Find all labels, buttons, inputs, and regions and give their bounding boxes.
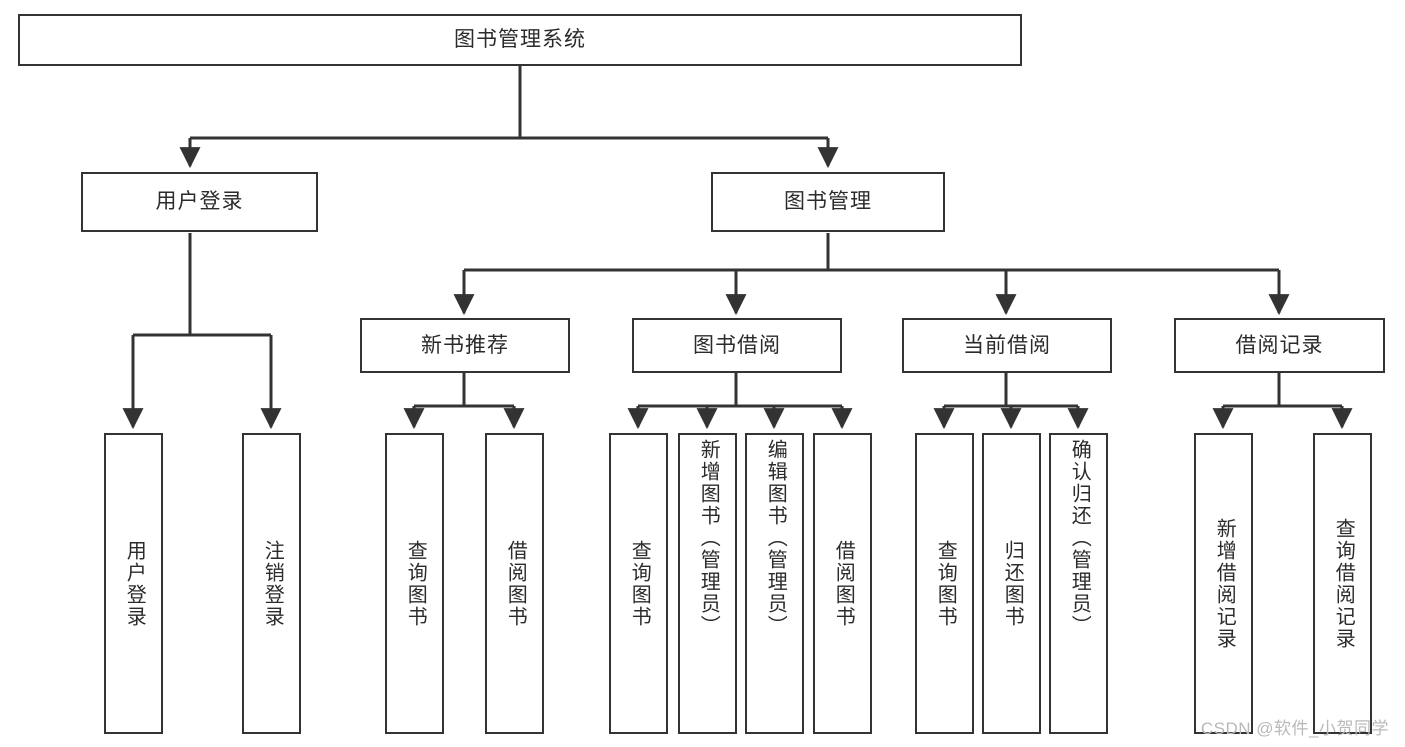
node-label: 注销登录: [261, 539, 284, 628]
node-label: 用户登录: [155, 190, 244, 214]
leaf-confirm-return-admin[interactable]: 确认归还（管理员）: [1049, 433, 1108, 734]
leaf-borrow-query-book[interactable]: 查询图书: [609, 433, 668, 734]
leaf-current-query-book[interactable]: 查询图书: [915, 433, 974, 734]
node-root-book-management-system[interactable]: 图书管理系统: [18, 14, 1022, 66]
leaf-add-book-admin[interactable]: 新增图书（管理员）: [678, 433, 737, 734]
node-label: 用户登录: [123, 539, 146, 628]
leaf-user-login[interactable]: 用户登录: [104, 433, 163, 734]
node-label: 图书借阅: [693, 333, 781, 357]
node-label: 借阅图书: [504, 539, 527, 628]
node-label: 借阅记录: [1235, 333, 1324, 357]
node-user-login[interactable]: 用户登录: [81, 172, 318, 232]
leaf-add-borrow-record[interactable]: 新增借阅记录: [1194, 433, 1253, 734]
node-label: 查询图书: [404, 539, 427, 628]
leaf-borrow-book[interactable]: 借阅图书: [813, 433, 872, 734]
leaf-new-book-borrow[interactable]: 借阅图书: [485, 433, 544, 734]
node-label: 查询借阅记录: [1332, 517, 1355, 650]
node-label: 借阅图书: [832, 539, 855, 628]
node-current-borrow[interactable]: 当前借阅: [902, 318, 1112, 373]
leaf-logout[interactable]: 注销登录: [242, 433, 301, 734]
node-label: 确认归还（管理员）: [1068, 439, 1091, 637]
leaf-query-borrow-record[interactable]: 查询借阅记录: [1313, 433, 1372, 734]
node-label: 新书推荐: [421, 333, 509, 357]
node-label: 查询图书: [934, 539, 957, 628]
leaf-edit-book-admin[interactable]: 编辑图书（管理员）: [745, 433, 804, 734]
node-label: 归还图书: [1001, 539, 1024, 628]
node-label: 当前借阅: [963, 333, 1051, 357]
node-label: 查询图书: [628, 539, 651, 628]
node-label: 编辑图书（管理员）: [764, 439, 787, 637]
node-book-management[interactable]: 图书管理: [711, 172, 945, 232]
node-borrow-record[interactable]: 借阅记录: [1174, 318, 1385, 373]
node-label: 图书管理系统: [454, 28, 586, 52]
node-label: 新增图书（管理员）: [697, 439, 720, 637]
node-label: 新增借阅记录: [1213, 517, 1236, 650]
leaf-new-book-query[interactable]: 查询图书: [385, 433, 444, 734]
node-label: 图书管理: [784, 190, 872, 214]
node-new-book-recommend[interactable]: 新书推荐: [360, 318, 570, 373]
leaf-return-book[interactable]: 归还图书: [982, 433, 1041, 734]
node-book-borrow[interactable]: 图书借阅: [632, 318, 842, 373]
